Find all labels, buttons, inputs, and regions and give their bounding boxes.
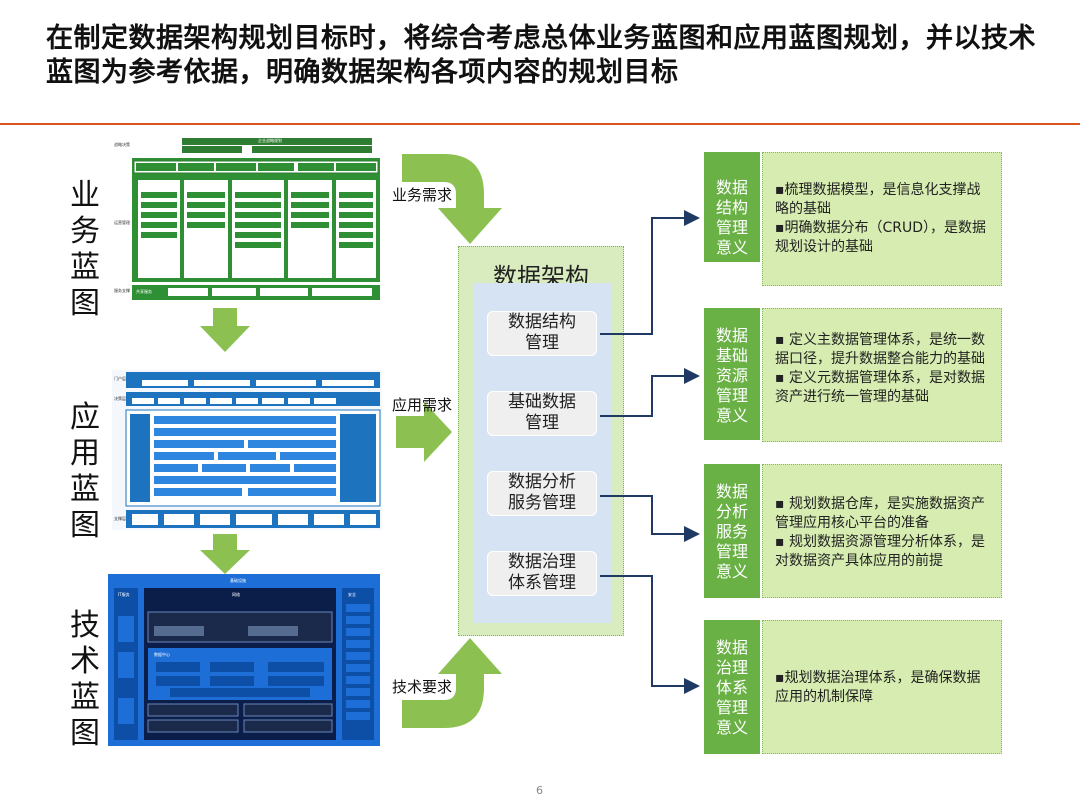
application-requirement-label: 应用需求 (392, 396, 453, 414)
technology-blueprint-label: 技术蓝图 (68, 608, 102, 752)
business-section-purchase: 采购采购 (194, 182, 210, 187)
meaning-desc-4: ▪规划数据治理体系，是确保数据应用的机制保障 (762, 620, 1002, 754)
business-row-label-ops: 运营管理 (114, 220, 130, 225)
tech-right-text: 安全 (348, 592, 356, 597)
business-flow-arrow-icon (402, 154, 502, 244)
business-blueprint-label: 业务蓝图 (68, 178, 102, 322)
technology-requirement-label: 技术要求 (392, 678, 453, 696)
meaning-2-line-1: ▪ 定义主数据管理体系，是统一数据口径，提升数据整合能力的基础 (775, 332, 985, 367)
data-architecture-panel: 数据架构 数据结构管理 基础数据管理 数据分析服务管理 数据治理体系管理 (458, 246, 624, 636)
meaning-1-line-2: ▪明确数据分布（CRUD），是数据规划设计的基础 (775, 220, 987, 255)
technology-blueprint-svg (108, 574, 380, 746)
business-support-text: 共享服务 (136, 289, 152, 294)
meaning-label-2: 数据基础资源管理意义 (704, 308, 760, 440)
business-section-sales: 市场销售 (344, 182, 360, 187)
business-section-rd: 研发设计 (146, 182, 162, 187)
business-blueprint-svg (132, 136, 380, 300)
meaning-1-line-1: ▪梳理数据模型，是信息化支撑战略的基础 (775, 182, 981, 217)
app-row-label-decision: 决策层 (114, 396, 126, 401)
meaning-label-4: 数据治理体系管理意义 (704, 620, 760, 754)
application-blueprint-diagram: 门户层 决策层 支撑层 (112, 370, 382, 530)
tech-left-text: IT服务 (118, 592, 130, 597)
connector-arrows (600, 210, 700, 694)
page-title: 在制定数据架构规划目标时，将综合考虑总体业务蓝图和应用蓝图规划，并以技术蓝图为参… (46, 23, 1036, 88)
arch-item-basic-data: 基础数据管理 (487, 391, 597, 436)
down-arrow-icon (200, 534, 250, 574)
business-header-text: 企业战略规划 (258, 138, 282, 143)
app-row-label-support: 支撑层 (114, 516, 126, 521)
technology-blueprint-diagram: 基础设施 IT服务 安全 网络 数据中心 (108, 574, 380, 746)
down-arrow-icon (200, 308, 250, 352)
page-number: 6 (536, 784, 543, 797)
application-blueprint-svg (112, 370, 382, 530)
technology-flow-arrow-icon (402, 638, 502, 728)
app-row-label-portal: 门户层 (114, 376, 126, 381)
connector-2 (600, 368, 700, 417)
tech-header-text: 基础设施 (230, 578, 246, 583)
meaning-desc-1: ▪梳理数据模型，是信息化支撑战略的基础 ▪明确数据分布（CRUD），是数据规划设… (762, 152, 1002, 286)
technology-blueprint-text: 技术蓝图 (70, 608, 100, 751)
tech-datacenter-text: 数据中心 (154, 652, 170, 657)
title-divider (0, 123, 1080, 125)
business-row-label-strategy: 战略决策 (114, 142, 130, 147)
application-blueprint-label: 应用蓝图 (68, 400, 102, 544)
meaning-3-line-2: ▪ 规划数据资源管理分析体系，是对数据资产具体应用的前提 (775, 534, 985, 569)
meaning-desc-3: ▪ 规划数据仓库，是实施数据资产管理应用核心平台的准备 ▪ 规划数据资源管理分析… (762, 464, 1002, 598)
data-architecture-inner: 数据结构管理 基础数据管理 数据分析服务管理 数据治理体系管理 (473, 283, 611, 623)
connector-4 (600, 575, 700, 694)
meaning-label-1: 数据结构管理意义 (704, 152, 760, 262)
business-blueprint-diagram: 企业战略规划 战略决策 运营管理 服务支撑 研发设计 采购采购 生产管理 物流库… (112, 136, 380, 300)
business-section-logistics: 物流库存 (298, 182, 314, 187)
business-row-label-service: 服务支撑 (114, 288, 130, 293)
meaning-2-line-2: ▪ 定义元数据管理体系，是对数据资产进行统一管理的基础 (775, 370, 985, 405)
meaning-label-3: 数据分析服务管理意义 (704, 464, 760, 598)
business-section-production: 生产管理 (244, 182, 260, 187)
meaning-desc-2: ▪ 定义主数据管理体系，是统一数据口径，提升数据整合能力的基础 ▪ 定义元数据管… (762, 308, 1002, 442)
arch-item-structure: 数据结构管理 (487, 311, 597, 356)
business-blueprint-text: 业务蓝图 (70, 178, 100, 321)
arch-item-governance: 数据治理体系管理 (487, 551, 597, 596)
application-flow-arrow-icon (396, 402, 452, 462)
arch-item-analysis: 数据分析服务管理 (487, 471, 597, 516)
connector-3 (600, 495, 700, 542)
application-blueprint-text: 应用蓝图 (70, 400, 100, 543)
business-requirement-label: 业务需求 (392, 186, 453, 204)
meaning-4-line-1: ▪规划数据治理体系，是确保数据应用的机制保障 (775, 670, 981, 705)
connector-1 (600, 210, 700, 335)
meaning-3-line-1: ▪ 规划数据仓库，是实施数据资产管理应用核心平台的准备 (775, 496, 985, 531)
tech-network-text: 网络 (232, 592, 240, 597)
